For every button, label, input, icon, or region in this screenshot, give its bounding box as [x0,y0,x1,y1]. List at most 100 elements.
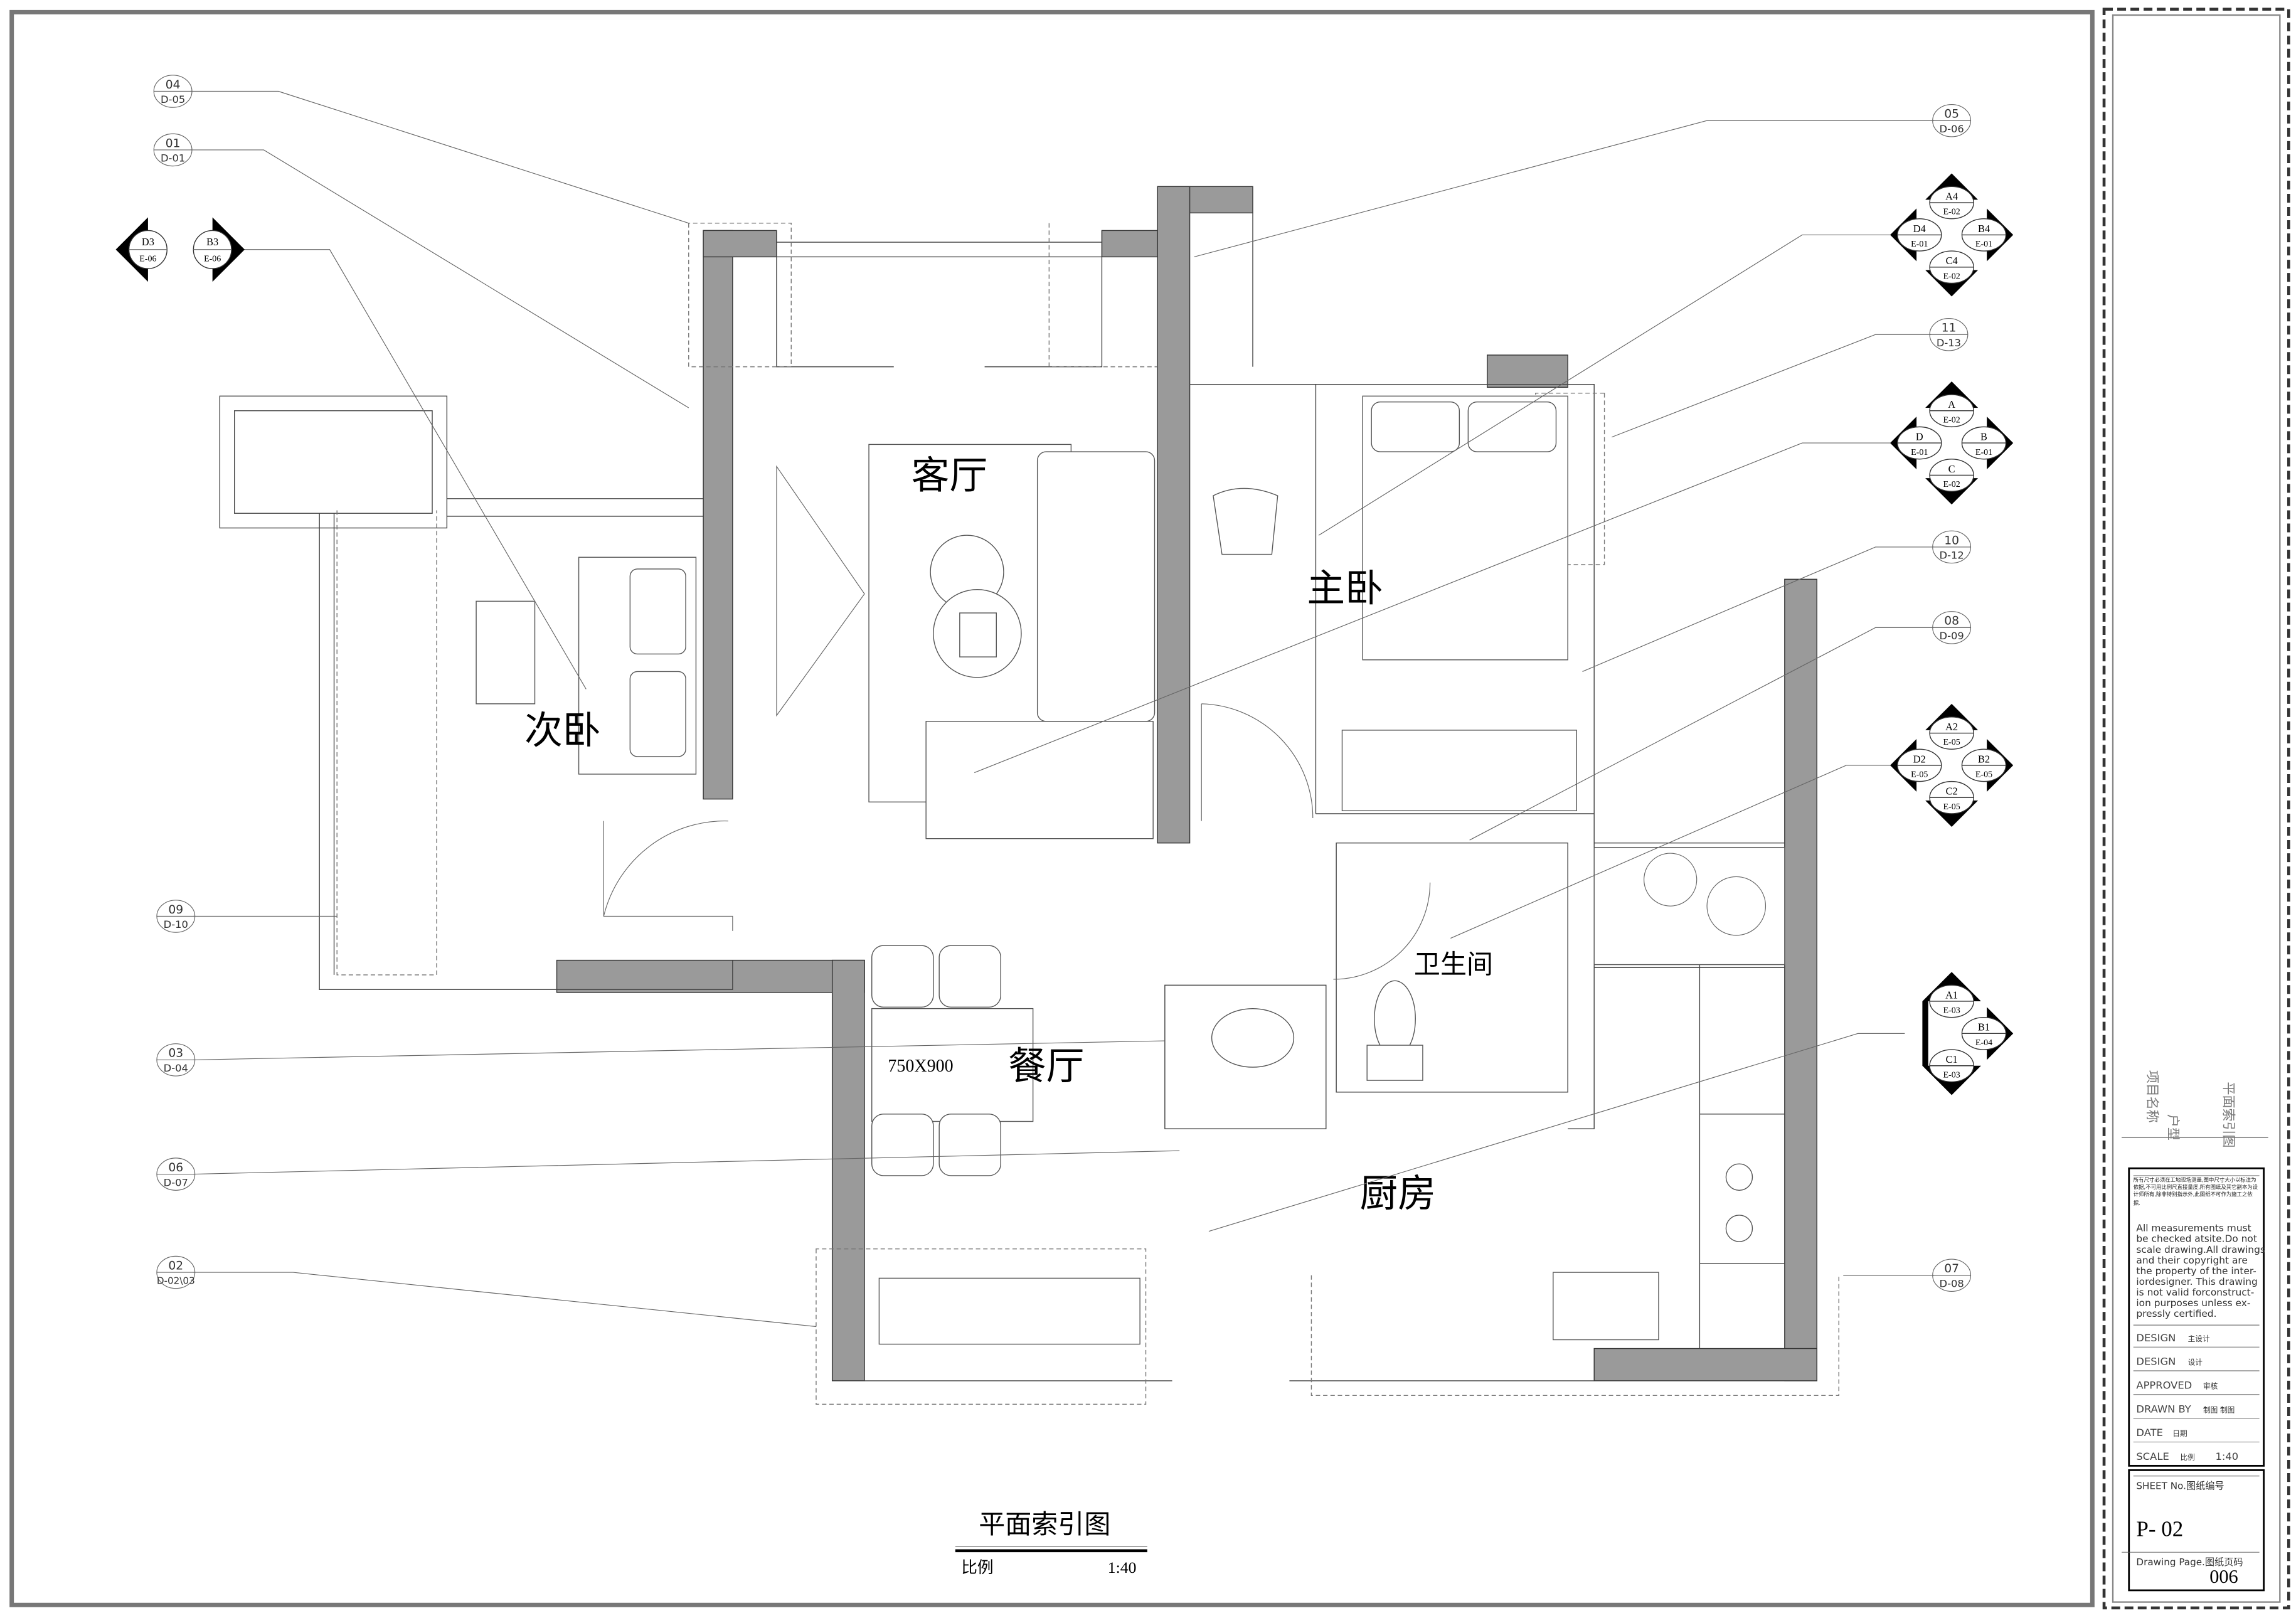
svg-text:B3: B3 [206,236,218,248]
room-label-kitchen: 厨房 [1360,1173,1436,1215]
detail-callout[interactable]: 04D-05 [153,75,193,108]
drawing-title-block: 平面索引图 比例 1:40 [955,1511,1147,1577]
drawing-scale-value: 1:40 [1108,1558,1137,1577]
title-row-label: APPROVED [2136,1380,2192,1392]
detail-callout[interactable]: 11D-13 [1929,317,1969,351]
marker-id: C [1948,463,1955,475]
drawing-page-label: Drawing Page.图纸页码 [2136,1556,2243,1568]
svg-text:E-06: E-06 [139,254,156,263]
svg-text:D-12: D-12 [1939,550,1964,561]
svg-text:05: 05 [1944,108,1959,121]
marker-id: D2 [1913,753,1926,765]
svg-text:07: 07 [1944,1262,1959,1275]
drawing-name: 平面索引图 [2221,1082,2237,1147]
marker-sheet-ref: E-01 [1975,240,1992,249]
title-row-value: 主设计 [2188,1334,2210,1343]
elevation-bubble: B E-01 [1961,426,2007,460]
svg-text:D-10: D-10 [164,918,188,930]
title-row-value: 设计 [2188,1358,2203,1367]
marker-id: D [1916,430,1923,442]
marker-id: B2 [1978,753,1990,765]
marker-id: C4 [1946,255,1958,267]
elevation-marker-right[interactable]: B3E-06 [193,217,245,282]
drawing-page-number: 006 [2209,1566,2238,1587]
marker-id: D4 [1913,223,1926,235]
elevation-bubble: A1E-03 [1929,984,1974,1018]
title-row-value: 审核 [2203,1382,2218,1391]
detail-callout[interactable]: 06D-07 [156,1157,196,1191]
title-row-label: DESIGN [2136,1332,2176,1344]
detail-callout[interactable]: 09D-10 [156,900,196,933]
elevation-marker-left[interactable]: D3E-06 [115,217,167,282]
marker-id: B1 [1978,1021,1990,1033]
sheet-number-label: SHEET No.图纸编号 [2136,1481,2224,1492]
svg-text:D-04: D-04 [164,1062,188,1074]
marker-id: A1 [1945,989,1958,1001]
note-line: be checked atsite.Do not [2136,1233,2257,1245]
svg-text:03: 03 [168,1047,183,1060]
detail-callouts: 04D-05 01D-01 09D-10 03D-04 06D-07 02D-0… [153,75,1972,1292]
elevation-bubble: C1E-03 [1929,1049,1974,1083]
drawing-title: 平面索引图 [979,1511,1110,1540]
marker-id: A [1948,398,1955,410]
room-label-dining: 餐厅 [1008,1046,1084,1088]
title-row-label: DRAWN BY [2136,1403,2191,1415]
title-row-value: 比例 [2180,1453,2194,1462]
detail-callout[interactable]: 08D-09 [1932,611,1972,644]
marker-sheet-ref: E-03 [1943,1006,1960,1016]
detail-callout[interactable]: 01D-01 [153,133,193,167]
marker-sheet-ref: E-04 [1975,1038,1992,1048]
room-label-bathroom: 卫生间 [1414,951,1493,980]
svg-text:06: 06 [168,1161,183,1174]
svg-text:E-06: E-06 [204,254,221,263]
detail-callout[interactable]: 02D-02\03 [156,1255,196,1289]
svg-text:D3: D3 [142,236,154,248]
svg-text:D-07: D-07 [164,1176,188,1188]
svg-text:08: 08 [1944,615,1959,628]
unit-type: 户型 [2166,1114,2181,1141]
marker-sheet-ref: E-02 [1943,272,1960,281]
marker-sheet-ref: E-01 [1911,240,1928,249]
marker-id: C1 [1946,1053,1958,1065]
room-label-master-bedroom: 主卧 [1307,568,1383,610]
detail-callout[interactable]: 07D-08 [1932,1258,1972,1292]
marker-id: C2 [1946,785,1958,797]
detail-callout[interactable]: 10D-12 [1932,530,1972,564]
detail-callout[interactable]: 05D-06 [1932,104,1972,137]
elevation-bubble: DE-01 [1896,426,1942,460]
marker-sheet-ref: E-01 [1975,448,1992,457]
sheet-frame [9,8,2290,1610]
room-labels: 客厅 主卧 次卧 卫生间 餐厅 厨房 750X900 [524,455,1493,1215]
detail-callout[interactable]: 03D-04 [156,1043,196,1077]
title-row-label: DATE [2136,1427,2162,1439]
project-name: 项目名称 [2145,1070,2160,1123]
marker-id: A4 [1945,190,1958,202]
marker-id: B4 [1978,223,1990,235]
svg-text:D-02\03: D-02\03 [157,1275,195,1287]
marker-sheet-ref: E-05 [1943,738,1960,747]
marker-sheet-ref: E-02 [1943,208,1960,217]
title-row-extra: 1:40 [2216,1450,2239,1462]
elevation-bubble: B2E-05 [1961,748,2007,782]
title-row-label: SCALE [2136,1450,2169,1462]
sheet-title-block: 项目名称 户型 平面索引图 所有尺寸必须在工地现场测量,图中尺寸大小以标注为依据… [2122,1070,2268,1592]
elevation-bubble: A2E-05 [1929,716,1974,750]
marker-sheet-ref: E-02 [1943,480,1960,489]
sheet-number: P- 02 [2136,1516,2183,1541]
marker-sheet-ref: E-02 [1943,415,1960,425]
svg-text:01: 01 [166,137,181,150]
svg-text:D-06: D-06 [1939,123,1964,135]
svg-text:11: 11 [1942,322,1957,335]
marker-sheet-ref: E-03 [1943,1070,1960,1080]
marker-id: B [1980,430,1987,442]
svg-text:09: 09 [168,903,183,917]
marker-id: A2 [1945,721,1958,733]
marker-sheet-ref: E-05 [1911,770,1928,780]
